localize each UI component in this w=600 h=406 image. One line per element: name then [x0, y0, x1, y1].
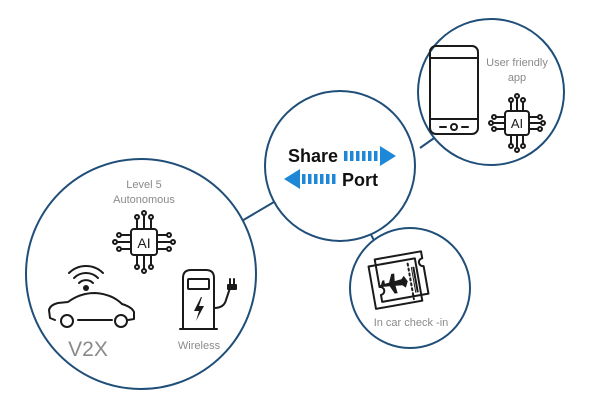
app-node-circle: [417, 18, 565, 166]
v2x-label: V2X: [68, 338, 108, 361]
connected-car-icon: [48, 292, 135, 328]
app-label-line2: app: [508, 72, 526, 84]
plug-icon: [227, 278, 237, 290]
hub-word-port: Port: [342, 170, 378, 190]
app-chip-text: AI: [511, 116, 523, 131]
checkin-label: In car check -in: [374, 317, 449, 329]
connector-hub-vehicle: [239, 201, 275, 223]
wireless-label: Wireless: [178, 340, 221, 352]
arrow-left-icon: [284, 169, 336, 189]
hub-word-share: Share: [288, 146, 338, 166]
lightning-icon: [194, 297, 204, 321]
vehicle-chip-text: AI: [137, 235, 150, 251]
arrow-right-icon: [344, 146, 396, 166]
wireless-signal-icon: [68, 264, 104, 291]
boarding-ticket-icon: [367, 250, 430, 310]
airplane-icon: [380, 273, 408, 294]
vehicle-node-circle: [25, 158, 257, 390]
ev-charger-icon: [179, 269, 231, 330]
app-label-line1: User friendly: [486, 57, 548, 69]
ai-chip-icon: [488, 93, 546, 153]
checkin-node-circle: [349, 227, 471, 349]
vehicle-label-line2: Autonomous: [113, 194, 175, 206]
smartphone-icon: [429, 45, 479, 135]
hub-circle: [264, 90, 416, 242]
vehicle-label-line1: Level 5: [126, 179, 161, 191]
ai-chip-icon: [112, 210, 176, 274]
